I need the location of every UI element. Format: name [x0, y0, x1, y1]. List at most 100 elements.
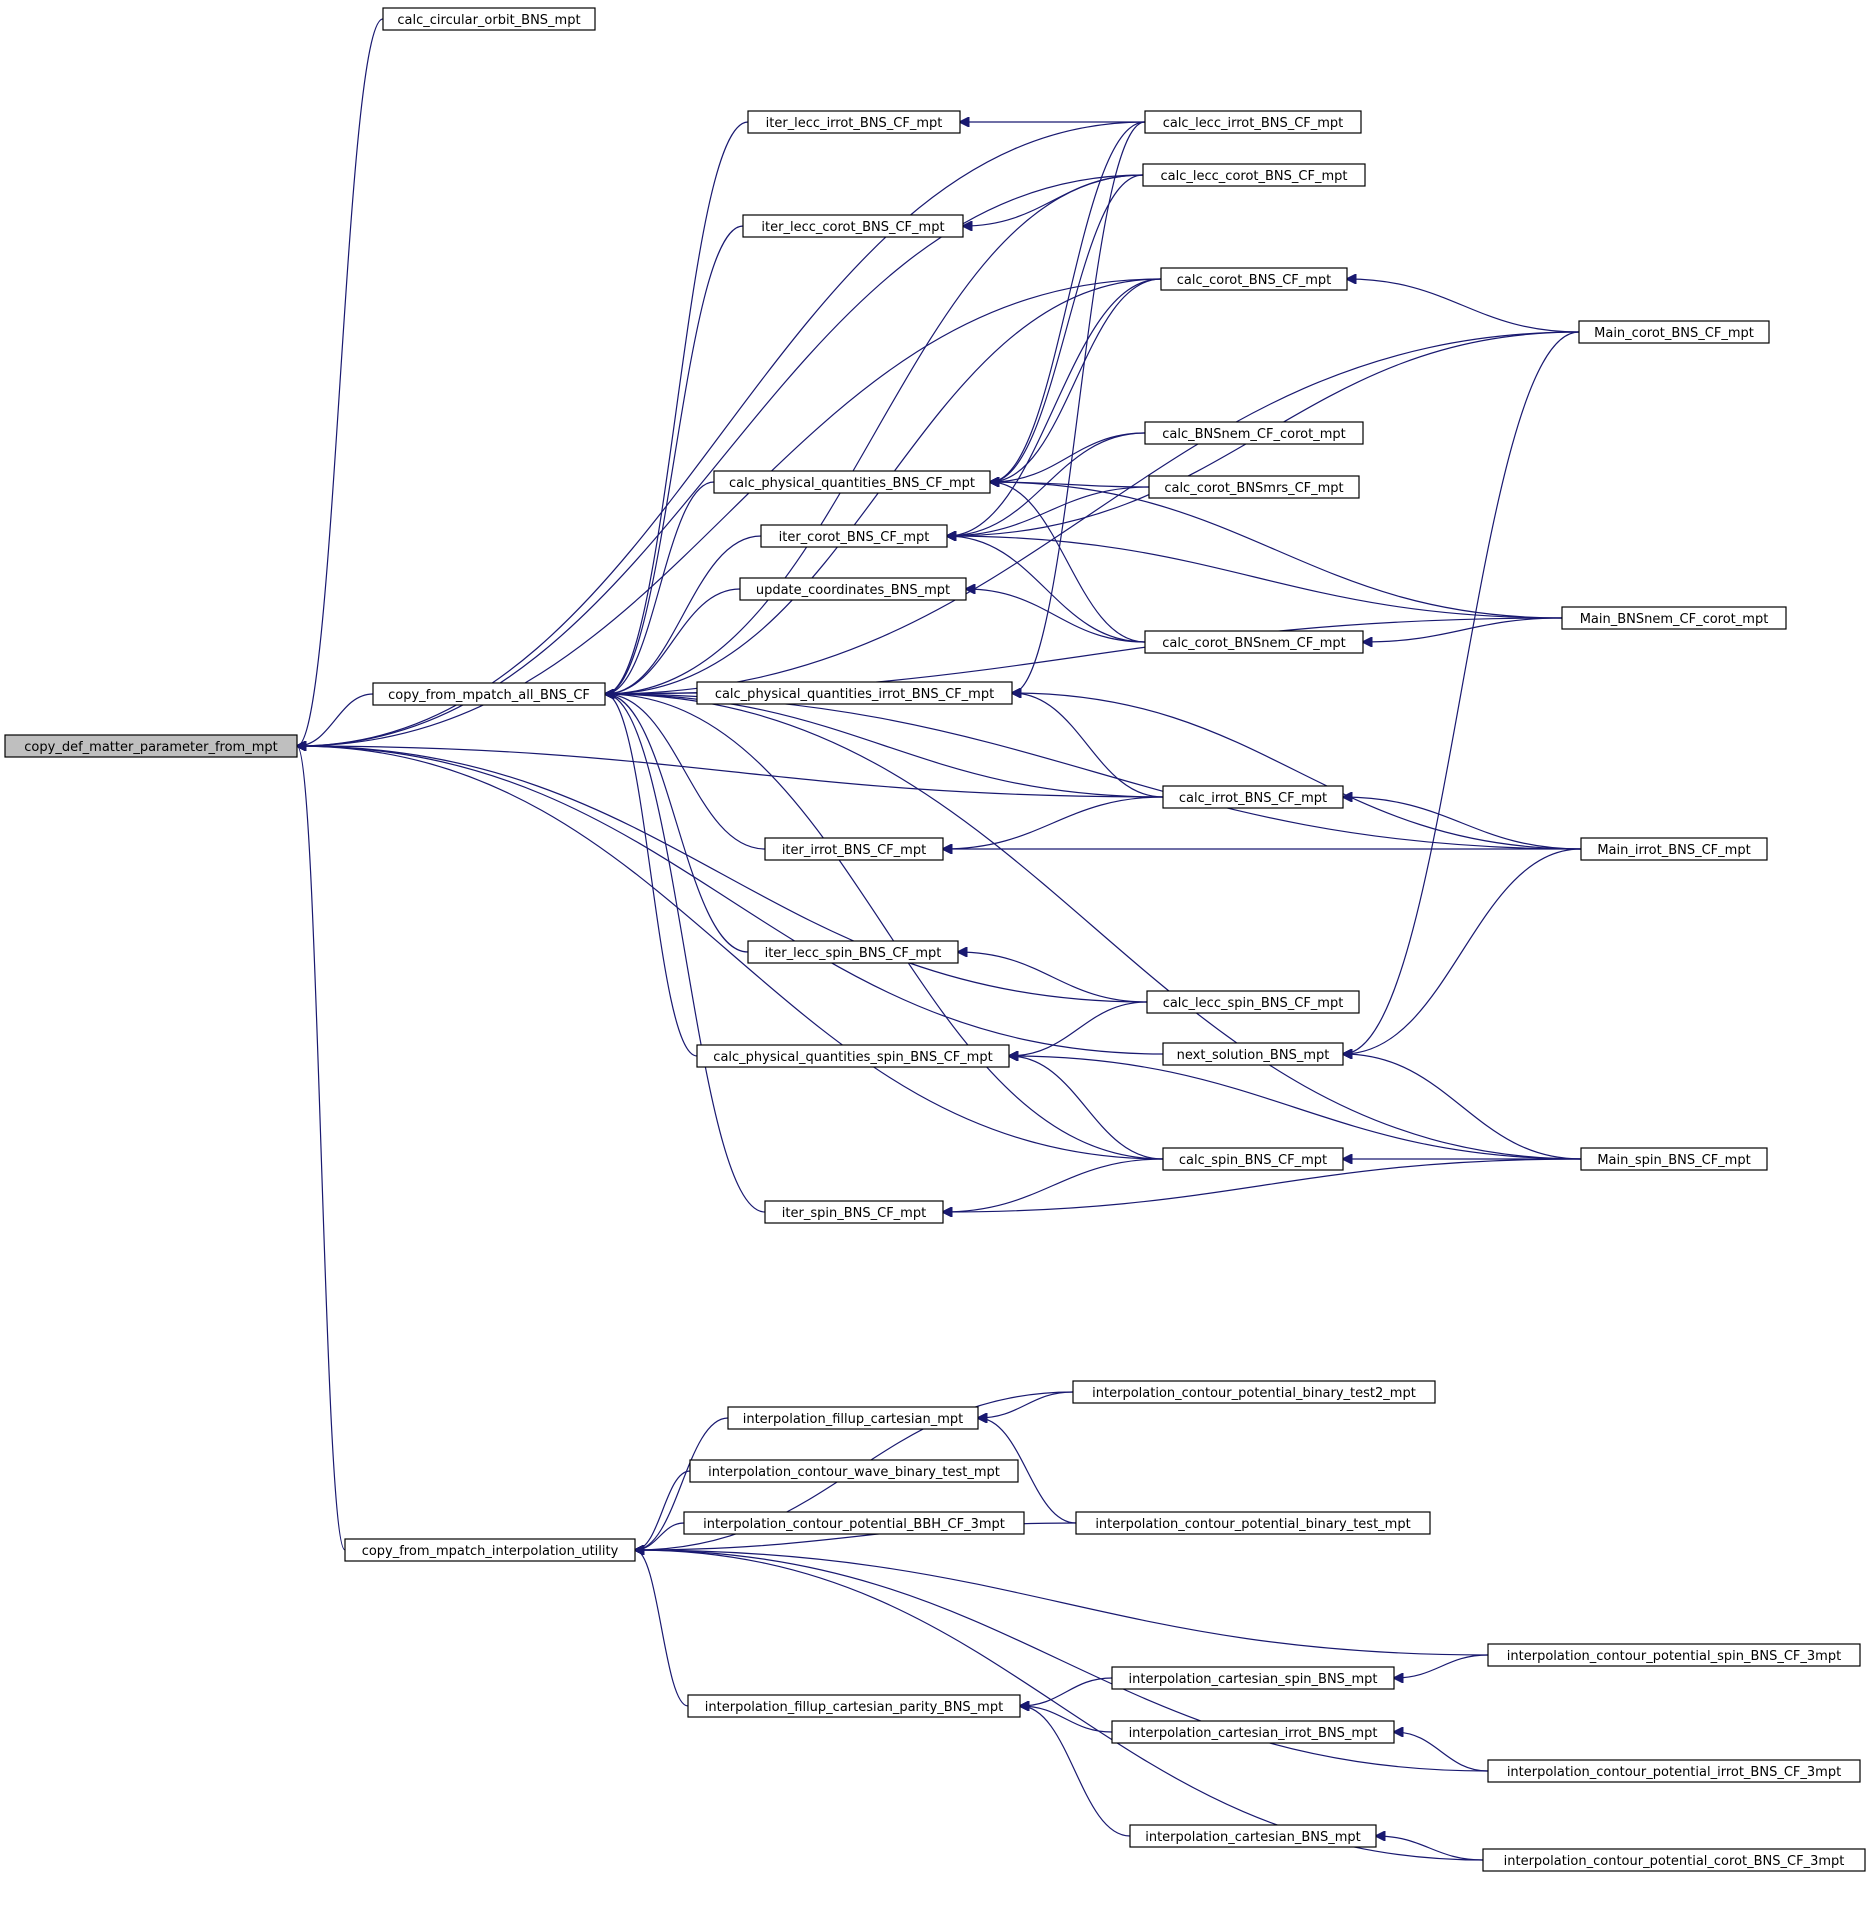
graph-node-calc_lecc_spin[interactable]: calc_lecc_spin_BNS_CF_mpt [1146, 990, 1360, 1014]
graph-node-calc_phys_irrot[interactable]: calc_physical_quantities_irrot_BNS_CF_mp… [696, 681, 1013, 705]
graph-node-interp_fillup_parity[interactable]: interpolation_fillup_cartesian_parity_BN… [687, 1694, 1021, 1718]
graph-node-calc_spin[interactable]: calc_spin_BNS_CF_mpt [1162, 1147, 1344, 1171]
graph-node-interp_cart_spin[interactable]: interpolation_cartesian_spin_BNS_mpt [1111, 1666, 1395, 1690]
node-label: Main_corot_BNS_CF_mpt [1594, 326, 1754, 341]
graph-node-iter_lecc_corot[interactable]: iter_lecc_corot_BNS_CF_mpt [742, 214, 964, 238]
node-label: iter_spin_BNS_CF_mpt [782, 1206, 926, 1221]
node-box [1075, 1511, 1431, 1535]
edge-interp_pot_irrot-to-copy_interp [635, 1550, 1489, 1772]
graph-node-iter_corot[interactable]: iter_corot_BNS_CF_mpt [760, 524, 948, 548]
node-box [764, 837, 944, 861]
graph-node-calc_phys[interactable]: calc_physical_quantities_BNS_CF_mpt [713, 470, 991, 494]
graph-node-calc_lecc_irrot[interactable]: calc_lecc_irrot_BNS_CF_mpt [1144, 110, 1362, 134]
graph-node-interp_pot_spin[interactable]: interpolation_contour_potential_spin_BNS… [1487, 1643, 1861, 1667]
node-box [1162, 785, 1344, 809]
node-label: interpolation_contour_potential_BBH_CF_3… [703, 1517, 1005, 1532]
graph-node-main_spin[interactable]: Main_spin_BNS_CF_mpt [1580, 1147, 1768, 1171]
edge-calc_irrot-to-copy_all [605, 694, 1164, 798]
graph-node-interp_pot_corot[interactable]: interpolation_contour_potential_corot_BN… [1482, 1848, 1866, 1872]
node-label: calc_spin_BNS_CF_mpt [1179, 1153, 1327, 1168]
node-label: update_coordinates_BNS_mpt [756, 583, 950, 598]
node-label: interpolation_contour_potential_corot_BN… [1504, 1854, 1845, 1869]
graph-node-calc_BNSnem[interactable]: calc_BNSnem_CF_corot_mpt [1144, 421, 1364, 445]
node-box [713, 470, 991, 494]
edge-main_irrot-to-next_solution [1343, 848, 1582, 1054]
edge-main_spin-to-calc_phys_spin [1009, 1056, 1582, 1160]
node-box [4, 734, 298, 758]
edge-calc_lecc_spin-to-copy_def [297, 746, 1148, 1003]
graph-node-copy_interp[interactable]: copy_from_mpatch_interpolation_utility [344, 1538, 636, 1562]
edge-calc_lecc_corot-to-calc_phys [990, 174, 1144, 482]
node-label: iter_lecc_irrot_BNS_CF_mpt [766, 116, 943, 131]
node-label: interpolation_contour_potential_binary_t… [1092, 1386, 1416, 1401]
edge-calc_lecc_corot-to-copy_all [605, 174, 1144, 694]
node-box [696, 1044, 1010, 1068]
node-box [1487, 1759, 1861, 1783]
graph-node-iter_spin[interactable]: iter_spin_BNS_CF_mpt [764, 1200, 944, 1224]
graph-node-interp_cart[interactable]: interpolation_cartesian_BNS_mpt [1129, 1824, 1377, 1848]
edge-iter_irrot-to-copy_all [605, 694, 766, 850]
node-label: calc_lecc_spin_BNS_CF_mpt [1163, 996, 1344, 1011]
edge-interp_cart_spin-to-interp_fillup_parity [1020, 1677, 1113, 1706]
graph-node-calc_phys_spin[interactable]: calc_physical_quantities_spin_BNS_CF_mpt [696, 1044, 1010, 1068]
graph-node-interp_cart_irrot[interactable]: interpolation_cartesian_irrot_BNS_mpt [1111, 1720, 1395, 1744]
edge-main_irrot-to-calc_phys_irrot [1012, 693, 1582, 850]
edge-interp_pot_irrot-to-interp_cart_irrot [1394, 1732, 1489, 1772]
graph-node-main_corot[interactable]: Main_corot_BNS_CF_mpt [1578, 320, 1770, 344]
node-label: calc_lecc_irrot_BNS_CF_mpt [1163, 116, 1344, 131]
graph-node-calc_corot[interactable]: calc_corot_BNS_CF_mpt [1160, 267, 1348, 291]
node-box [372, 682, 606, 706]
edge-calc_spin-to-copy_all [605, 694, 1164, 1160]
node-label: Main_spin_BNS_CF_mpt [1597, 1153, 1750, 1168]
node-label: calc_physical_quantities_irrot_BNS_CF_mp… [715, 687, 994, 702]
edge-interp_fillup_parity-to-copy_interp [635, 1550, 689, 1707]
node-label: interpolation_contour_potential_irrot_BN… [1507, 1765, 1841, 1780]
graph-node-interp_BBH[interactable]: interpolation_contour_potential_BBH_CF_3… [683, 1511, 1025, 1535]
edge-main_BNSnem-to-iter_corot [947, 536, 1563, 619]
node-label: Main_irrot_BNS_CF_mpt [1597, 843, 1750, 858]
node-box [1482, 1848, 1866, 1872]
graph-node-main_irrot[interactable]: Main_irrot_BNS_CF_mpt [1580, 837, 1768, 861]
node-label: interpolation_contour_wave_binary_test_m… [708, 1465, 1000, 1480]
node-label: interpolation_fillup_cartesian_mpt [743, 1412, 964, 1427]
graph-node-calc_corot_BNSnem[interactable]: calc_corot_BNSnem_CF_mpt [1144, 630, 1364, 654]
node-box [1129, 1824, 1377, 1848]
graph-node-calc_circular[interactable]: calc_circular_orbit_BNS_mpt [382, 7, 596, 31]
graph-node-copy_def[interactable]: copy_def_matter_parameter_from_mpt [4, 734, 298, 758]
node-box [1111, 1720, 1395, 1744]
graph-node-interp_test2[interactable]: interpolation_contour_potential_binary_t… [1072, 1380, 1436, 1404]
node-label: iter_lecc_spin_BNS_CF_mpt [765, 946, 942, 961]
node-label: interpolation_cartesian_spin_BNS_mpt [1129, 1672, 1378, 1687]
edge-main_spin-to-copy_all [605, 694, 1582, 1160]
node-box [687, 1694, 1021, 1718]
graph-node-calc_corot_BNSmrs[interactable]: calc_corot_BNSmrs_CF_mpt [1148, 475, 1360, 499]
node-box [1162, 1147, 1344, 1171]
node-label: iter_corot_BNS_CF_mpt [779, 530, 930, 545]
graph-node-next_solution[interactable]: next_solution_BNS_mpt [1162, 1042, 1344, 1066]
edge-calc_spin-to-copy_def [297, 746, 1164, 1160]
graph-node-main_BNSnem[interactable]: Main_BNSnem_CF_corot_mpt [1561, 606, 1787, 630]
graph-node-iter_lecc_spin[interactable]: iter_lecc_spin_BNS_CF_mpt [747, 940, 959, 964]
graph-node-interp_test[interactable]: interpolation_contour_potential_binary_t… [1075, 1511, 1431, 1535]
node-box [1162, 1042, 1344, 1066]
node-box [1144, 421, 1364, 445]
graph-node-calc_lecc_corot[interactable]: calc_lecc_corot_BNS_CF_mpt [1142, 163, 1366, 187]
graph-node-iter_irrot[interactable]: iter_irrot_BNS_CF_mpt [764, 837, 944, 861]
node-box [747, 940, 959, 964]
edge-calc_lecc_spin-to-iter_lecc_spin [958, 952, 1148, 1003]
edge-interp_pot_spin-to-interp_cart_spin [1394, 1654, 1489, 1678]
edge-main_BNSnem-to-calc_corot_BNSnem [1363, 617, 1563, 642]
graph-node-interp_pot_irrot[interactable]: interpolation_contour_potential_irrot_BN… [1487, 1759, 1861, 1783]
graph-node-copy_all[interactable]: copy_from_mpatch_all_BNS_CF [372, 682, 606, 706]
node-box [1160, 267, 1348, 291]
node-label: calc_BNSnem_CF_corot_mpt [1162, 427, 1345, 442]
edge-calc_circular-to-copy_def [297, 18, 384, 746]
node-box [739, 577, 967, 601]
graph-node-iter_lecc_irrot[interactable]: iter_lecc_irrot_BNS_CF_mpt [747, 110, 961, 134]
graph-node-interp_wave[interactable]: interpolation_contour_wave_binary_test_m… [689, 1459, 1019, 1483]
graph-node-calc_irrot[interactable]: calc_irrot_BNS_CF_mpt [1162, 785, 1344, 809]
graph-node-update_coords[interactable]: update_coordinates_BNS_mpt [739, 577, 967, 601]
edge-main_BNSnem-to-calc_phys [990, 482, 1563, 619]
graph-node-interp_fillup_cart[interactable]: interpolation_fillup_cartesian_mpt [727, 1406, 979, 1430]
edge-iter_lecc_corot-to-copy_all [605, 225, 744, 694]
